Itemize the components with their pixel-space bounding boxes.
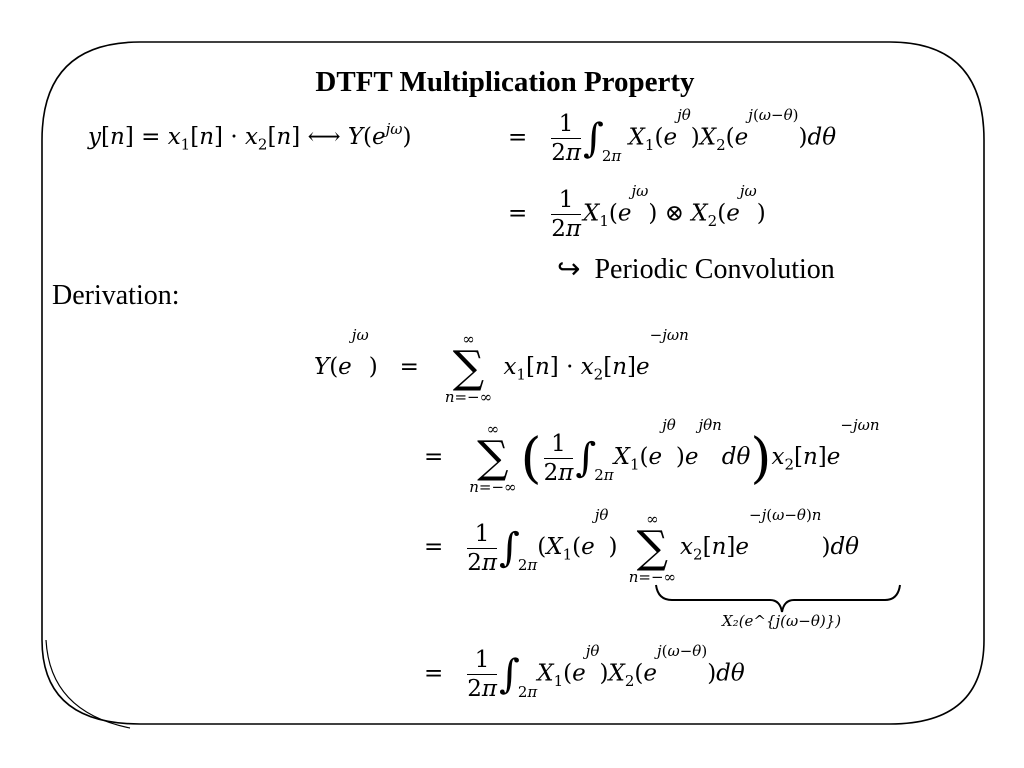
- left-shadow-edge: [45, 639, 131, 729]
- underbrace: [655, 584, 901, 613]
- hook-arrow-icon: ↪: [557, 254, 581, 285]
- derivation-label: Derivation:: [52, 280, 180, 311]
- equation-1: y[n] = x1[n] · x2[n] ⟷ Y(ejω): [88, 120, 412, 154]
- periodic-convolution-label: ↪ Periodic Convolution: [557, 254, 835, 285]
- underbrace-label: X₂(e^{j(ω−θ)}): [722, 612, 842, 630]
- derivation-line-1: Y(ejω) = ∞∑n=−∞ x1[n] · x2[n]e−jωn: [314, 326, 689, 406]
- rounded-border: [41, 41, 985, 725]
- slide-title: DTFT Multiplication Property: [315, 66, 695, 98]
